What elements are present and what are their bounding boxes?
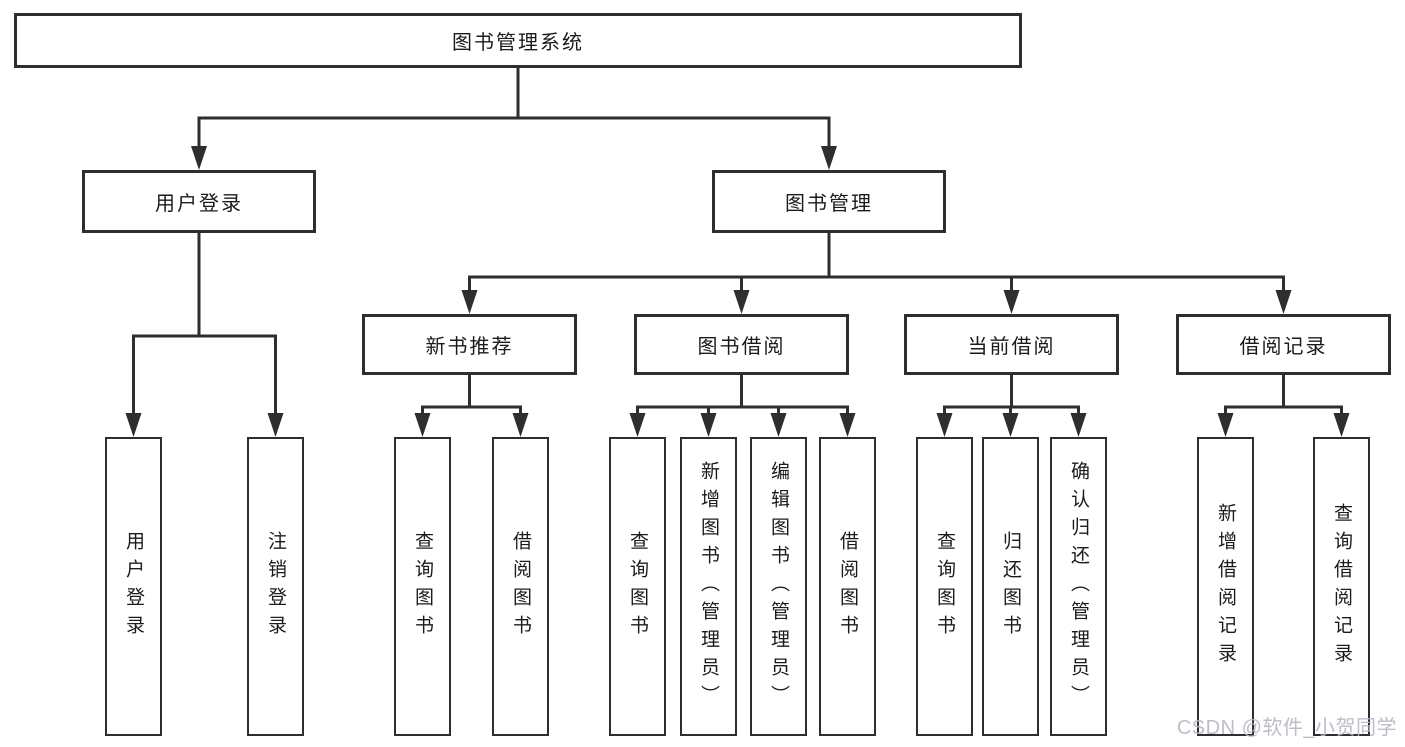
node-leaf-query-books-2: 查询图书	[609, 437, 666, 736]
node-book-management: 图书管理	[712, 170, 946, 233]
node-label: 图书借阅	[697, 336, 786, 358]
node-label: 新书推荐	[425, 336, 514, 358]
node-label: 借阅图书	[837, 530, 858, 643]
node-label: 借阅记录	[1239, 336, 1328, 358]
node-new-book-recommend: 新书推荐	[362, 314, 577, 375]
node-label: 图书管理	[785, 193, 873, 215]
node-label: 当前借阅	[967, 336, 1056, 358]
node-leaf-add-books-admin: 新增图书（管理员）	[680, 437, 737, 736]
node-leaf-user-login: 用户登录	[105, 437, 162, 736]
node-label: 借阅图书	[510, 530, 531, 643]
node-borrow-records: 借阅记录	[1176, 314, 1391, 375]
node-label: 查询图书	[412, 530, 433, 643]
node-leaf-add-borrow-record: 新增借阅记录	[1197, 437, 1254, 736]
node-label: 查询图书	[934, 530, 955, 643]
node-book-borrow: 图书借阅	[634, 314, 849, 375]
node-leaf-borrow-books-2: 借阅图书	[819, 437, 876, 736]
node-label: 新增借阅记录	[1215, 502, 1236, 671]
node-label: 用户登录	[123, 530, 144, 643]
node-leaf-return-books: 归还图书	[982, 437, 1039, 736]
node-leaf-confirm-return-admin: 确认归还（管理员）	[1050, 437, 1107, 736]
node-label: 查询借阅记录	[1331, 502, 1352, 671]
node-leaf-query-borrow-record: 查询借阅记录	[1313, 437, 1370, 736]
node-current-borrow: 当前借阅	[904, 314, 1119, 375]
node-label: 注销登录	[265, 530, 286, 643]
node-label: 用户登录	[155, 193, 243, 215]
node-leaf-logout: 注销登录	[247, 437, 304, 736]
node-label: 确认归还（管理员）	[1068, 460, 1089, 713]
node-label: 查询图书	[627, 530, 648, 643]
node-label: 归还图书	[1000, 530, 1021, 643]
node-user-login: 用户登录	[82, 170, 316, 233]
node-root: 图书管理系统	[14, 13, 1022, 68]
node-label: 图书管理系统	[452, 32, 584, 54]
node-leaf-query-books-3: 查询图书	[916, 437, 973, 736]
watermark: CSDN @软件_小贺同学	[1176, 717, 1397, 739]
node-label: 编辑图书（管理员）	[768, 460, 789, 713]
node-leaf-borrow-books-1: 借阅图书	[492, 437, 549, 736]
node-label: 新增图书（管理员）	[698, 460, 719, 713]
node-leaf-query-books-1: 查询图书	[394, 437, 451, 736]
node-leaf-edit-books-admin: 编辑图书（管理员）	[750, 437, 807, 736]
